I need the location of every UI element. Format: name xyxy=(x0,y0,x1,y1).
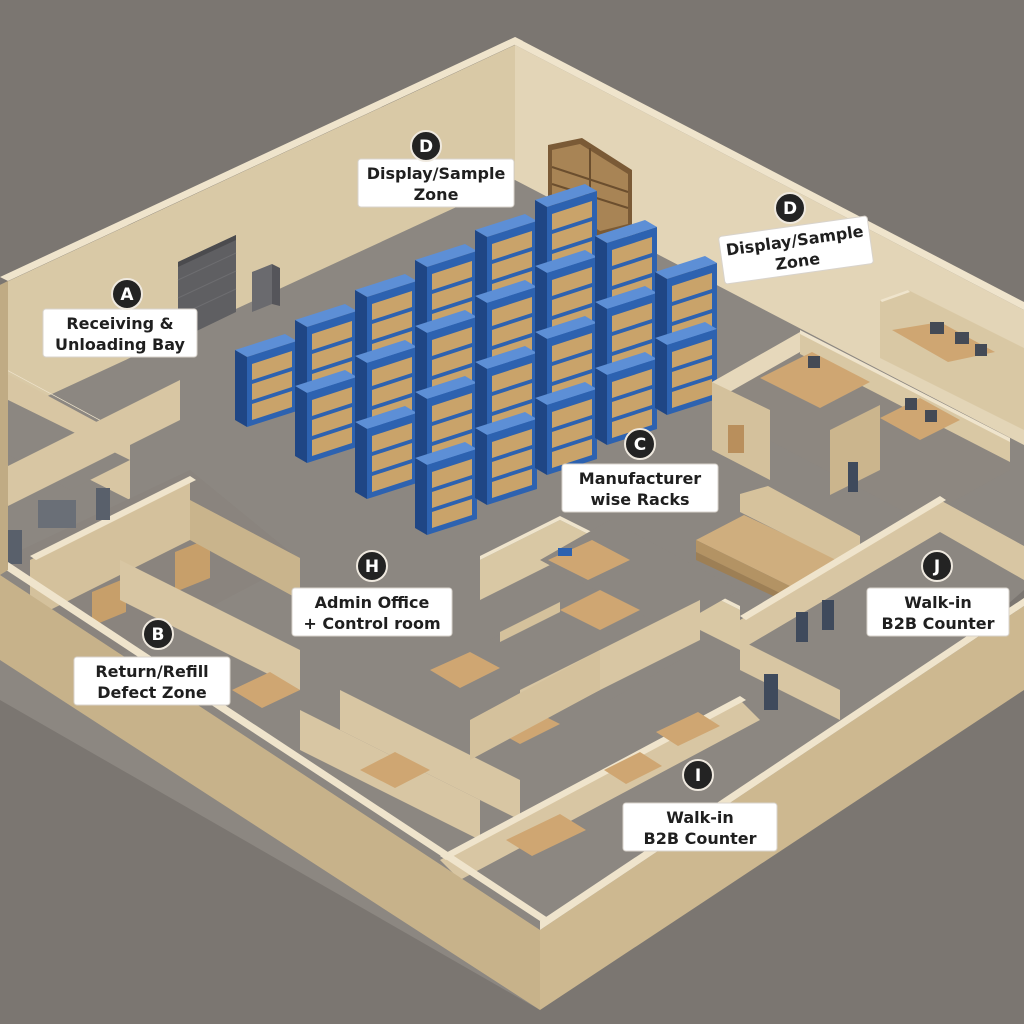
storage-rack xyxy=(355,340,417,433)
zone-badge-letter: D xyxy=(783,199,797,219)
utility-cabinet xyxy=(252,264,280,312)
zone-badge-letter: A xyxy=(120,285,134,305)
zone-label-line: wise Racks xyxy=(591,490,690,509)
right-back-office xyxy=(880,290,1024,430)
storage-rack xyxy=(235,334,297,427)
manufacturer-racks xyxy=(235,184,717,535)
zone-badge-d1: D xyxy=(410,130,442,162)
zone-badge-a: A xyxy=(111,278,143,310)
zone-badge-c: C xyxy=(624,428,656,460)
zone-label-line: Manufacturer xyxy=(579,469,702,488)
storage-rack xyxy=(415,442,477,535)
zone-label-line: B2B Counter xyxy=(644,829,757,848)
storage-rack xyxy=(475,412,537,505)
zone-label-a: Receiving & Unloading Bay A xyxy=(42,278,198,358)
storage-rack xyxy=(355,406,417,499)
left-outer-wall xyxy=(0,281,8,575)
zone-label-line: Defect Zone xyxy=(97,683,207,702)
storage-rack xyxy=(655,256,717,349)
return-refill-rooms xyxy=(0,366,300,690)
zone-label-line: Zone xyxy=(414,185,459,204)
storage-rack xyxy=(295,370,357,463)
zone-label-line: Admin Office xyxy=(315,593,430,612)
zone-label-h: Admin Office + Control room H xyxy=(291,550,453,637)
zone-label-line: B2B Counter xyxy=(882,614,995,633)
zone-badge-letter: D xyxy=(419,137,433,157)
walk-in-counter-j-room xyxy=(740,496,1024,650)
zone-badge-letter: B xyxy=(152,625,165,645)
zone-badge-j: J xyxy=(921,550,953,582)
zone-label-line: Receiving & xyxy=(66,314,173,333)
storage-rack xyxy=(535,382,597,475)
zone-labels: Receiving & Unloading Bay A Return/RefillDe… xyxy=(42,130,1010,852)
right-middle-office xyxy=(712,330,1010,520)
zone-label-line: Unloading Bay xyxy=(55,335,186,354)
zone-badge-i: I xyxy=(682,759,714,791)
zone-badge-letter: I xyxy=(695,766,701,786)
zone-label-line: Walk-in xyxy=(904,593,972,612)
zone-label-line: Return/Refill xyxy=(95,662,208,681)
zone-label-line: Walk-in xyxy=(666,808,734,827)
zone-badge-letter: H xyxy=(365,557,379,577)
admin-office-rooms xyxy=(232,516,740,840)
storage-rack xyxy=(655,322,717,415)
zone-badge-b: B xyxy=(142,618,174,650)
zone-badge-letter: J xyxy=(933,557,940,577)
zone-badge-d2: D xyxy=(774,192,806,224)
zone-badge-h: H xyxy=(356,550,388,582)
storage-rack xyxy=(595,352,657,445)
zone-label-line: Display/Sample xyxy=(367,164,506,183)
zone-label-c: Manufacturer wise Racks C xyxy=(561,428,719,513)
zone-label-line: + Control room xyxy=(303,614,440,633)
zone-badge-letter: C xyxy=(634,435,646,455)
walk-in-counter-room xyxy=(440,640,840,880)
